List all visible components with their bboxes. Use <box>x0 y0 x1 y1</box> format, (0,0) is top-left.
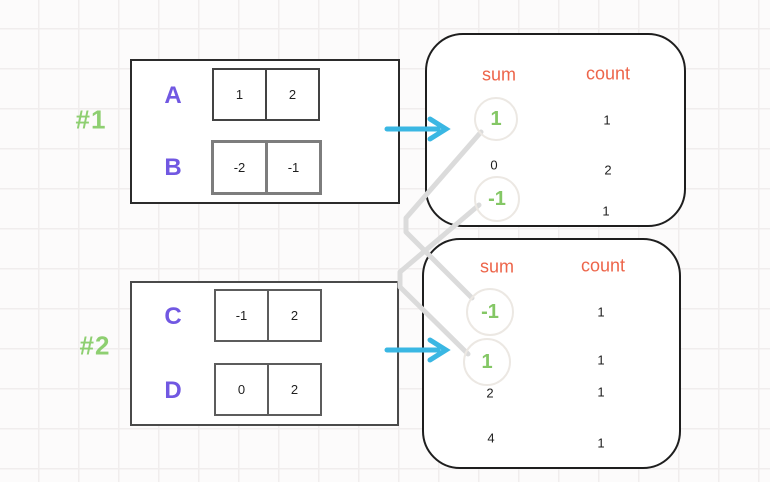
result-2-row-3-sum: 4 <box>487 430 495 446</box>
array-b-cells: -2 -1 <box>211 140 322 195</box>
highlighted-sum-1-neg1: -1 <box>474 176 520 222</box>
count-header-2: count <box>580 255 626 276</box>
array-a-cells: 1 2 <box>212 68 320 121</box>
sum-header-1: sum <box>481 64 517 85</box>
array-b-label: B <box>164 154 182 181</box>
result-2-row-0-count: 1 <box>597 304 605 320</box>
result-1-row-0-count: 1 <box>603 112 611 128</box>
highlighted-sum-2-neg1: -1 <box>466 288 514 336</box>
highlighted-sum-2-pos1: 1 <box>463 338 511 386</box>
array-d-cell-0: 0 <box>216 365 267 414</box>
sum-header-2: sum <box>479 256 515 277</box>
array-d-label: D <box>164 377 182 404</box>
array-a-cell-1: 2 <box>265 70 318 119</box>
result-2-row-3-count: 1 <box>597 435 605 451</box>
array-b-cell-1: -1 <box>265 143 319 192</box>
example-1-id-label: #1 <box>75 104 107 135</box>
array-c-cells: -1 2 <box>214 289 322 342</box>
highlighted-sum-1-pos1: 1 <box>474 97 518 141</box>
count-header-1: count <box>585 63 631 84</box>
array-a-cell-0: 1 <box>214 70 265 119</box>
array-c-cell-0: -1 <box>216 291 267 340</box>
example-1-arrays-box: A 1 2 B -2 -1 <box>130 59 400 204</box>
array-b-cell-0: -2 <box>214 143 265 192</box>
example-2-result-box: sum count 1 1 2 1 4 1 <box>422 238 681 469</box>
example-2-id-label: #2 <box>79 330 111 361</box>
result-1-row-1-count: 2 <box>604 162 612 178</box>
example-2-arrays-box: C -1 2 D 0 2 <box>130 281 399 426</box>
array-d-cell-1: 2 <box>267 365 320 414</box>
array-d-cells: 0 2 <box>214 363 322 416</box>
result-2-row-1-count: 1 <box>597 352 605 368</box>
result-2-row-2-sum: 2 <box>486 385 494 401</box>
example-1-result-box: sum count 1 0 2 1 <box>425 33 686 227</box>
result-1-row-2-count: 1 <box>602 203 610 219</box>
array-c-label: C <box>164 303 182 330</box>
array-a-label: A <box>164 82 182 109</box>
array-c-cell-1: 2 <box>267 291 320 340</box>
result-1-row-1-sum: 0 <box>490 157 498 173</box>
result-2-row-2-count: 1 <box>597 384 605 400</box>
